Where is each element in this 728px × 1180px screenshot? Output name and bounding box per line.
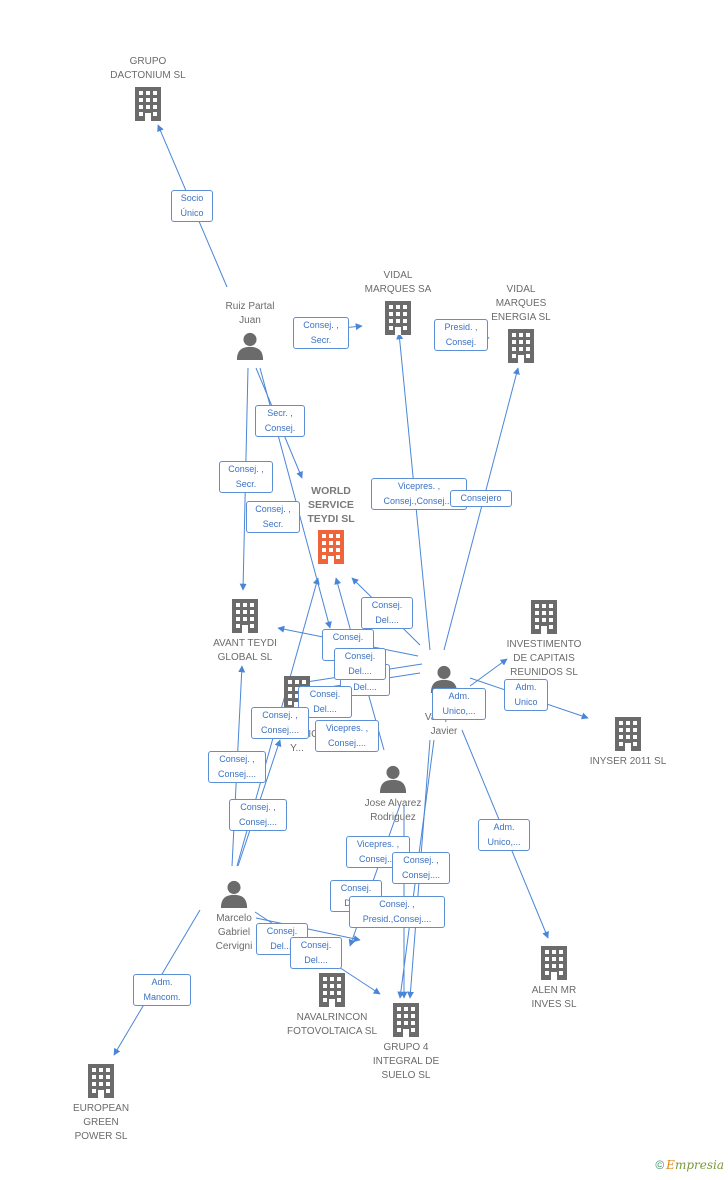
- relation-label[interactable]: Secr. ,Consej.: [255, 405, 305, 437]
- person-icon[interactable]: [379, 765, 407, 793]
- relation-label[interactable]: Consej.Del....: [334, 648, 386, 680]
- building-icon[interactable]: [135, 87, 161, 121]
- building-icon[interactable]: [531, 600, 557, 634]
- relation-label[interactable]: Presid. ,Consej.: [434, 319, 488, 351]
- node-label-inyser[interactable]: INYSER 2011 SL: [589, 756, 667, 767]
- relation-label[interactable]: Vicepres. ,Consej....: [315, 720, 379, 752]
- building-icon[interactable]: [319, 973, 345, 1007]
- relation-label[interactable]: Consejero: [450, 490, 512, 507]
- relation-label[interactable]: Consej. ,Secr.: [246, 501, 300, 533]
- relation-label[interactable]: Adm.Mancom.: [133, 974, 191, 1006]
- relation-label[interactable]: Consej. ,Secr.: [293, 317, 349, 349]
- relation-label[interactable]: Consej. ,Presid.,Consej....: [349, 896, 445, 928]
- brand-footer: ©Empresia: [655, 1158, 724, 1172]
- building-icon[interactable]: [508, 329, 534, 363]
- building-icon[interactable]: [318, 530, 344, 564]
- relation-label[interactable]: Consej. ,Secr.: [219, 461, 273, 493]
- building-icon[interactable]: [385, 301, 411, 335]
- relation-label[interactable]: Consej.Del....: [361, 597, 413, 629]
- person-icon[interactable]: [220, 880, 248, 908]
- person-icon[interactable]: [236, 332, 264, 360]
- relation-label[interactable]: Adm.Unico,...: [432, 688, 486, 720]
- relation-label[interactable]: Adm.Unico: [504, 679, 548, 711]
- relation-edge: [469, 658, 508, 687]
- building-icon[interactable]: [232, 599, 258, 633]
- relation-edge: [255, 917, 361, 943]
- relation-label[interactable]: Consej. ,Consej....: [208, 751, 266, 783]
- relation-label[interactable]: Consej. ,Consej....: [392, 852, 450, 884]
- relation-edge: [443, 367, 520, 651]
- building-icon[interactable]: [88, 1064, 114, 1098]
- relation-label[interactable]: Consej. ,Consej....: [251, 707, 309, 739]
- relation-label[interactable]: Adm.Unico,...: [478, 819, 530, 851]
- copyright-symbol: ©: [655, 1158, 665, 1172]
- relation-label[interactable]: Consej.Del....: [290, 937, 342, 969]
- relation-label[interactable]: Consej. ,Consej....: [229, 799, 287, 831]
- building-icon[interactable]: [615, 717, 641, 751]
- empresia-logo: Empresia: [666, 1158, 724, 1172]
- building-icon[interactable]: [541, 946, 567, 980]
